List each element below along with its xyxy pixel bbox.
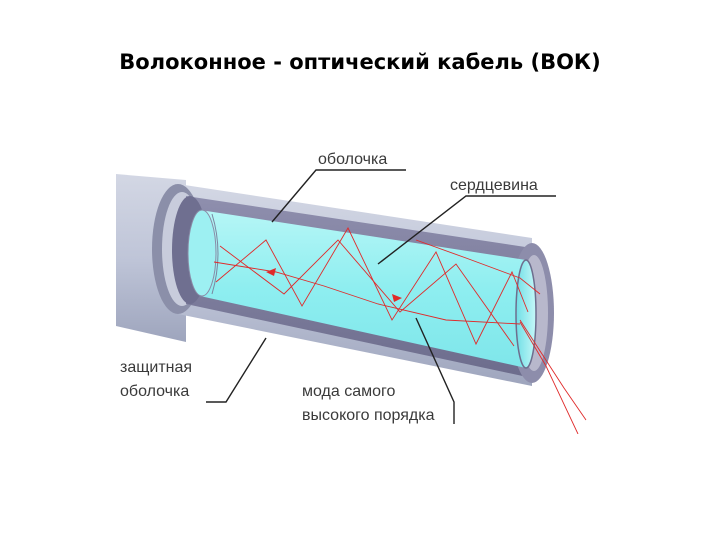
label-jacket-line1: защитная bbox=[120, 359, 192, 376]
slide-title: Волоконное - оптический кабель (ВОК) bbox=[119, 50, 601, 74]
ray-arrows bbox=[266, 268, 402, 302]
label-mode-line1: мода самого bbox=[302, 383, 396, 400]
label-mode-line2: высокого порядка bbox=[302, 407, 435, 424]
label-cladding: оболочка bbox=[318, 151, 387, 168]
label-core: сердцевина bbox=[450, 177, 538, 194]
leader-lines bbox=[206, 169, 556, 424]
light-rays bbox=[213, 227, 587, 434]
fiber-core bbox=[187, 209, 537, 369]
label-jacket-line2: оболочка bbox=[120, 383, 189, 400]
fiber-optic-cable-diagram: оболочка сердцевина защитная оболочка мо… bbox=[116, 151, 587, 434]
